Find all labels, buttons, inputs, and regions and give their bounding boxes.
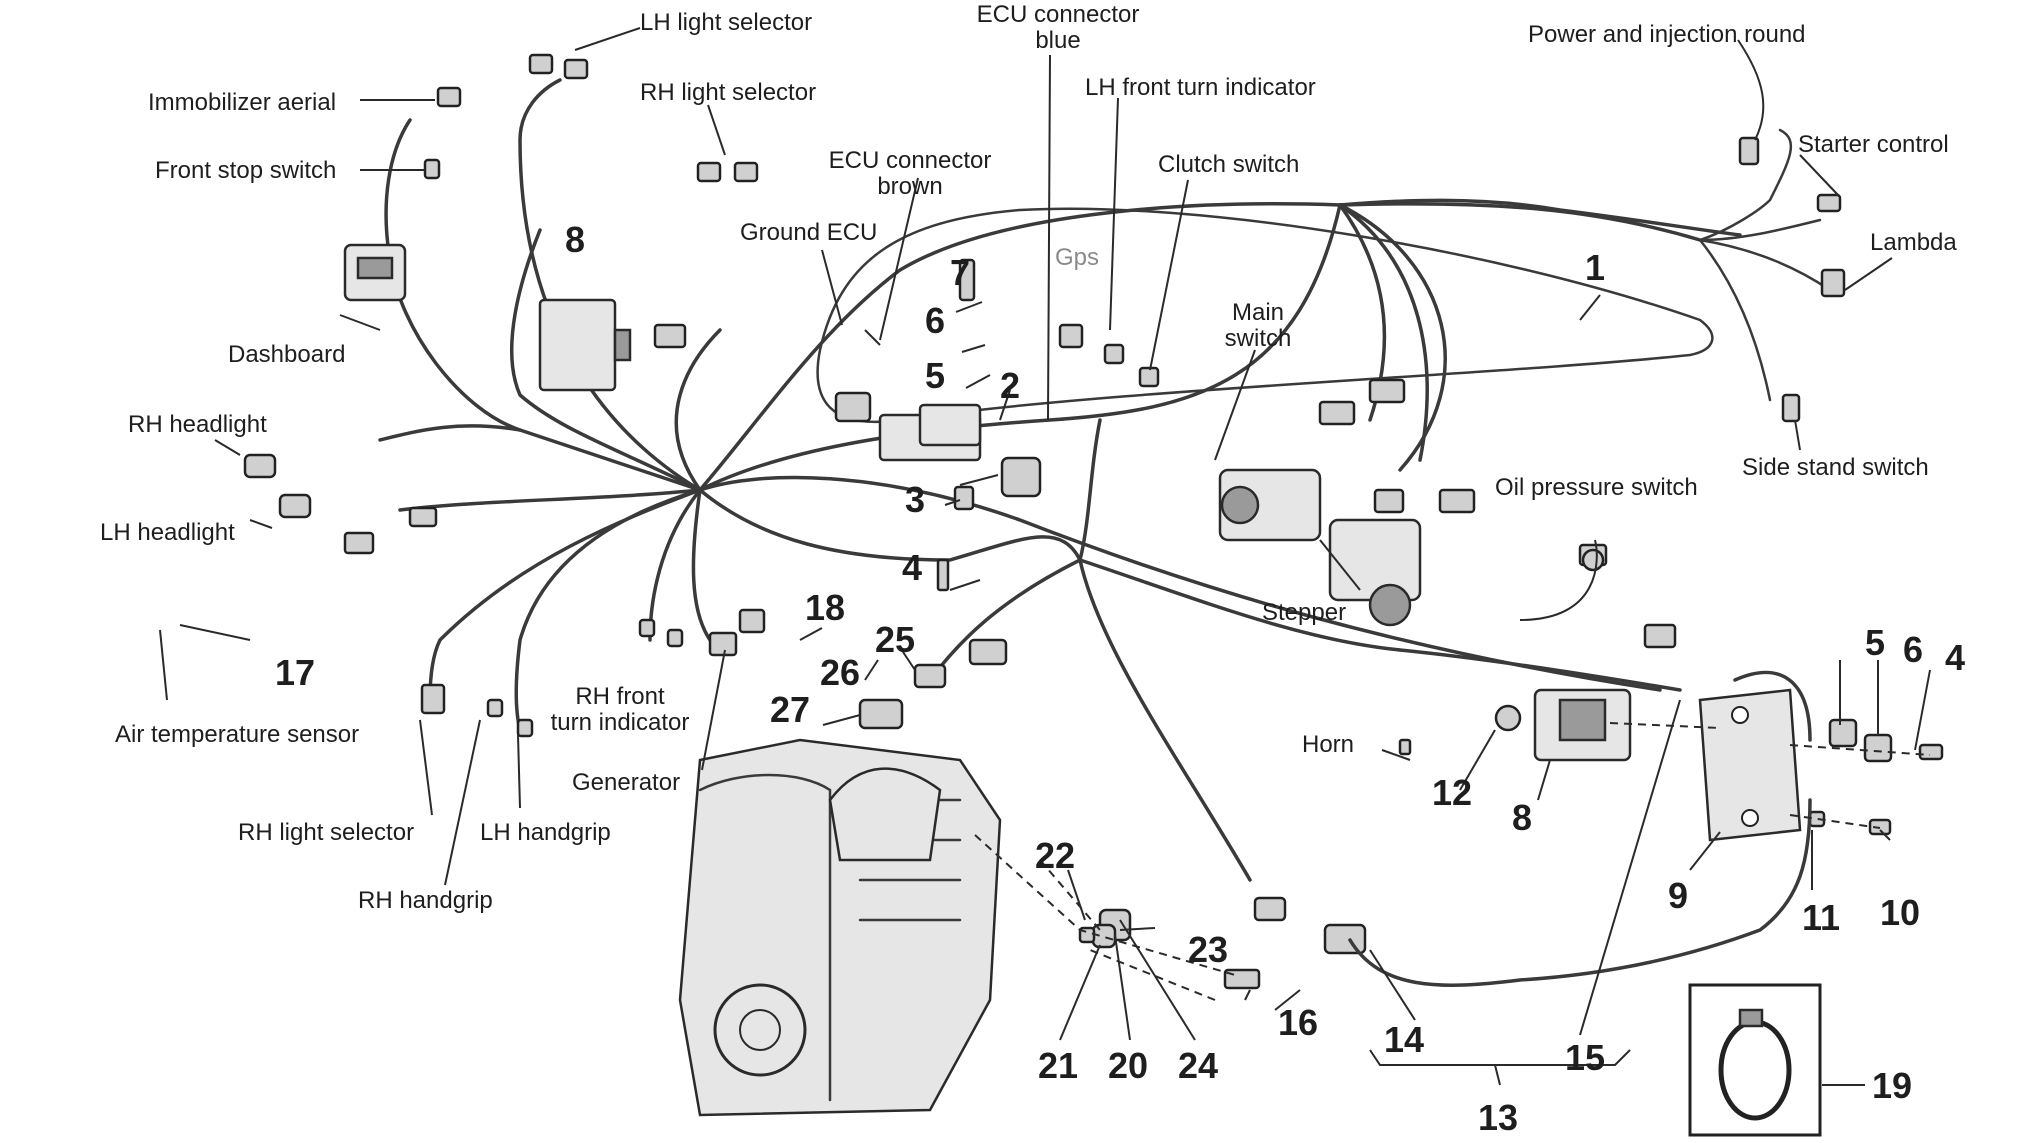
label-generator: Generator	[572, 769, 680, 796]
part-number: 19	[1872, 1065, 1912, 1106]
part-number: 23	[1188, 929, 1228, 970]
part-number: 1	[1585, 247, 1605, 288]
hv-cable	[1348, 798, 1812, 987]
label-rh-light-selector-top: RH light selector	[640, 79, 816, 106]
part-number: 9	[1668, 875, 1688, 916]
label-lh-handgrip: LH handgrip	[480, 819, 611, 846]
part-number: 2	[1000, 365, 1020, 406]
label-immobilizer-aerial: Immobilizer aerial	[148, 89, 336, 116]
label-clutch-switch: Clutch switch	[1158, 151, 1299, 178]
part-number: 3	[905, 479, 925, 520]
part-number: 27	[770, 689, 810, 730]
label-oil-pressure-switch: Oil pressure switch	[1495, 474, 1698, 501]
main-wiring-harness	[378, 78, 1832, 882]
label-air-temperature-sensor: Air temperature sensor	[115, 721, 359, 748]
part-number: 18	[805, 587, 845, 628]
part-number: 4	[902, 547, 922, 588]
label-ground-ecu: Ground ECU	[740, 219, 877, 246]
part-number: 15	[1565, 1037, 1605, 1078]
part-number: 14	[1384, 1019, 1424, 1060]
part-number: 8	[1512, 797, 1532, 838]
part-numbers: 1 2 3 4 5 6 7 8 17 18 25 26 27 5 6 4 12 …	[275, 219, 1965, 1138]
part-number: 16	[1278, 1002, 1318, 1043]
part-number: 25	[875, 619, 915, 660]
label-lambda: Lambda	[1870, 229, 1957, 256]
part-number: 6	[1903, 629, 1923, 670]
part-number: 21	[1038, 1045, 1078, 1086]
label-side-stand-switch: Side stand switch	[1742, 454, 1929, 481]
label-rh-light-selector-bottom: RH light selector	[238, 819, 414, 846]
assembly-lines	[974, 722, 1931, 1001]
leader-lines	[159, 27, 1931, 1086]
label-starter-control: Starter control	[1798, 131, 1949, 158]
label-gps: Gps	[1055, 244, 1099, 271]
part-number: 17	[275, 652, 315, 693]
coil-bracket	[1698, 688, 1802, 842]
part-number: 13	[1478, 1097, 1518, 1138]
relay-block	[878, 403, 982, 462]
label-lh-front-turn-indicator: LH front turn indicator	[1085, 74, 1316, 101]
callout-labels: LH light selector Immobilizer aerial Fro…	[100, 1, 1957, 914]
dashboard-unit	[343, 243, 407, 302]
part-number: 4	[1945, 637, 1965, 678]
part-number: 22	[1035, 835, 1075, 876]
part-number: 5	[1865, 622, 1885, 663]
engine-block	[678, 738, 1002, 1117]
part-number: 26	[820, 652, 860, 693]
part-number: 20	[1108, 1045, 1148, 1086]
connectors	[243, 53, 1944, 990]
part-number: 5	[925, 355, 945, 396]
label-front-stop-switch: Front stop switch	[155, 157, 336, 184]
label-lh-light-selector-top: LH light selector	[640, 9, 812, 36]
label-horn: Horn	[1302, 731, 1354, 758]
part-number: 6	[925, 300, 945, 341]
part-number: 10	[1880, 892, 1920, 933]
part-number: 11	[1802, 897, 1840, 938]
part-number: 24	[1178, 1045, 1218, 1086]
clamp-box	[1688, 983, 1822, 1137]
ignition-coil	[1494, 688, 1632, 762]
label-stepper: Stepper	[1262, 599, 1346, 626]
label-rh-headlight: RH headlight	[128, 411, 267, 438]
part-number: 12	[1432, 772, 1472, 813]
label-power-and-injection-round: Power and injection round	[1528, 21, 1806, 48]
part-number: 7	[950, 252, 970, 293]
part-number: 8	[565, 219, 585, 260]
label-rh-handgrip: RH handgrip	[358, 887, 493, 914]
label-dashboard: Dashboard	[228, 341, 345, 368]
label-lh-headlight: LH headlight	[100, 519, 235, 546]
ecu-module	[538, 298, 632, 392]
